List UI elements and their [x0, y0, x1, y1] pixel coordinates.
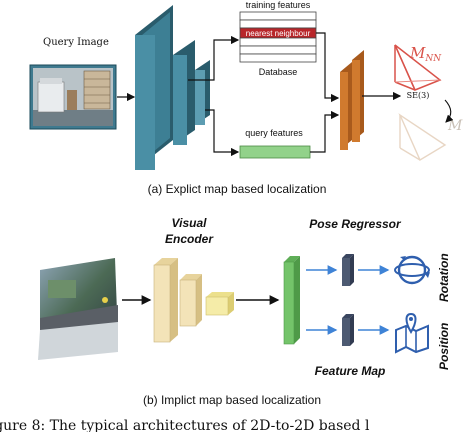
- panel-b: Visual Encoder Pose Regressor: [38, 216, 451, 407]
- m-pyramid-icon: [400, 115, 445, 160]
- query-image: [30, 65, 116, 129]
- query-image-label: Query Image: [43, 37, 109, 48]
- position-label: Position: [437, 323, 451, 370]
- m-nn-label: MNN: [409, 44, 442, 64]
- panel-a: Query Image: [30, 0, 463, 196]
- database-label: Database: [259, 67, 298, 77]
- caption-b: (b) Implict map based localization: [143, 393, 321, 407]
- visual-label: Visual: [172, 216, 208, 230]
- map-pin-icon: [396, 314, 428, 352]
- m-label: M: [447, 118, 463, 134]
- training-features-label: training features: [246, 0, 311, 10]
- visual-encoder-network: [154, 258, 234, 342]
- arrow-encoder-to-query-features: [205, 110, 238, 152]
- encoder-label: Encoder: [165, 232, 214, 246]
- rotation-regressor-block: [342, 254, 354, 286]
- figure-caption: Figure 8: The typical architectures of 2…: [0, 418, 370, 432]
- windshield-image: [38, 258, 118, 360]
- feature-map-block: [284, 256, 300, 344]
- arrow-database-to-pose: [316, 33, 338, 98]
- caption-a: (a) Explict map based localization: [148, 182, 327, 196]
- query-features-box: [240, 146, 310, 158]
- encoder-network: [135, 5, 210, 170]
- rotation-label: Rotation: [437, 253, 451, 302]
- pose-estimator-network: [340, 50, 364, 150]
- feature-map-label: Feature Map: [315, 364, 386, 378]
- se3-label: SE(3): [407, 91, 430, 100]
- arrow-query-to-pose: [310, 115, 338, 152]
- rotation-icon: [395, 256, 430, 283]
- pose-regressor-label: Pose Regressor: [309, 217, 402, 231]
- query-features-label: query features: [245, 128, 303, 138]
- position-regressor-block: [342, 314, 354, 346]
- nearest-neighbour-label: nearest neighbour: [246, 29, 311, 38]
